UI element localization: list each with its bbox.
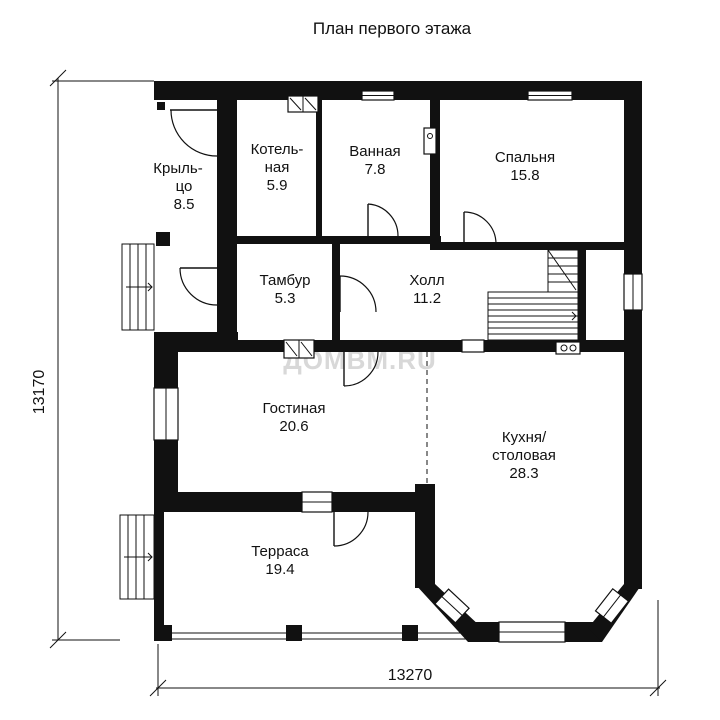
room-terrace: Терраса 19.4 (251, 543, 309, 578)
room-bathroom: Ванная 7.8 (349, 143, 400, 178)
bedroom-area: 15.8 (510, 167, 539, 184)
porch-name-line1: Крыль- (153, 160, 202, 177)
kitchen-name-line1: Кухня/ (502, 429, 547, 446)
windows (153, 90, 643, 643)
hall-name: Холл (409, 272, 444, 289)
terrace-steps (119, 514, 155, 600)
bathroom-heater (423, 127, 437, 155)
room-bedroom: Спальня 15.8 (495, 149, 555, 184)
interior-stair (487, 249, 579, 341)
dimension-width: 13270 (149, 600, 667, 697)
room-vestibule: Тамбур 5.3 (260, 272, 311, 307)
porch-steps-upper (121, 243, 155, 331)
porch-name-line2: цо (176, 178, 193, 195)
porch-area: 8.5 (174, 196, 195, 213)
bathroom-area: 7.8 (365, 161, 386, 178)
width-dimension-label: 13270 (388, 667, 433, 684)
hall-area: 11.2 (413, 290, 441, 307)
kitchen-name-line2: столовая (492, 447, 556, 464)
terrace-area: 19.4 (265, 561, 294, 578)
terrace-name: Терраса (251, 543, 309, 560)
doors (170, 109, 497, 547)
boiler-name-line2: ная (265, 159, 290, 176)
plan-title: План первого этажа (313, 19, 472, 38)
room-kitchen: Кухня/ столовая 28.3 (492, 429, 556, 482)
vestibule-area: 5.3 (275, 290, 296, 307)
bedroom-name: Спальня (495, 149, 555, 166)
bathroom-name: Ванная (349, 143, 400, 160)
boiler-name-line1: Котель- (251, 141, 304, 158)
boiler-equipment (287, 95, 319, 113)
room-living: Гостиная 20.6 (263, 400, 326, 435)
vestibule-name: Тамбур (260, 272, 311, 289)
height-dimension-label: 13170 (31, 370, 48, 415)
room-boiler: Котель- ная 5.9 (251, 141, 304, 194)
dimension-height: 13170 (31, 69, 154, 649)
exterior-walls (154, 81, 642, 642)
interior-walls (154, 81, 624, 352)
living-name: Гостиная (263, 400, 326, 417)
vent-symbol-living (283, 339, 315, 359)
room-porch: Крыль- цо 8.5 (153, 160, 202, 213)
living-area: 20.6 (279, 418, 308, 435)
stove-symbol-kitchen (555, 341, 581, 355)
room-hall: Холл 11.2 (409, 272, 444, 307)
kitchen-area: 28.3 (509, 465, 538, 482)
boiler-area: 5.9 (267, 177, 288, 194)
